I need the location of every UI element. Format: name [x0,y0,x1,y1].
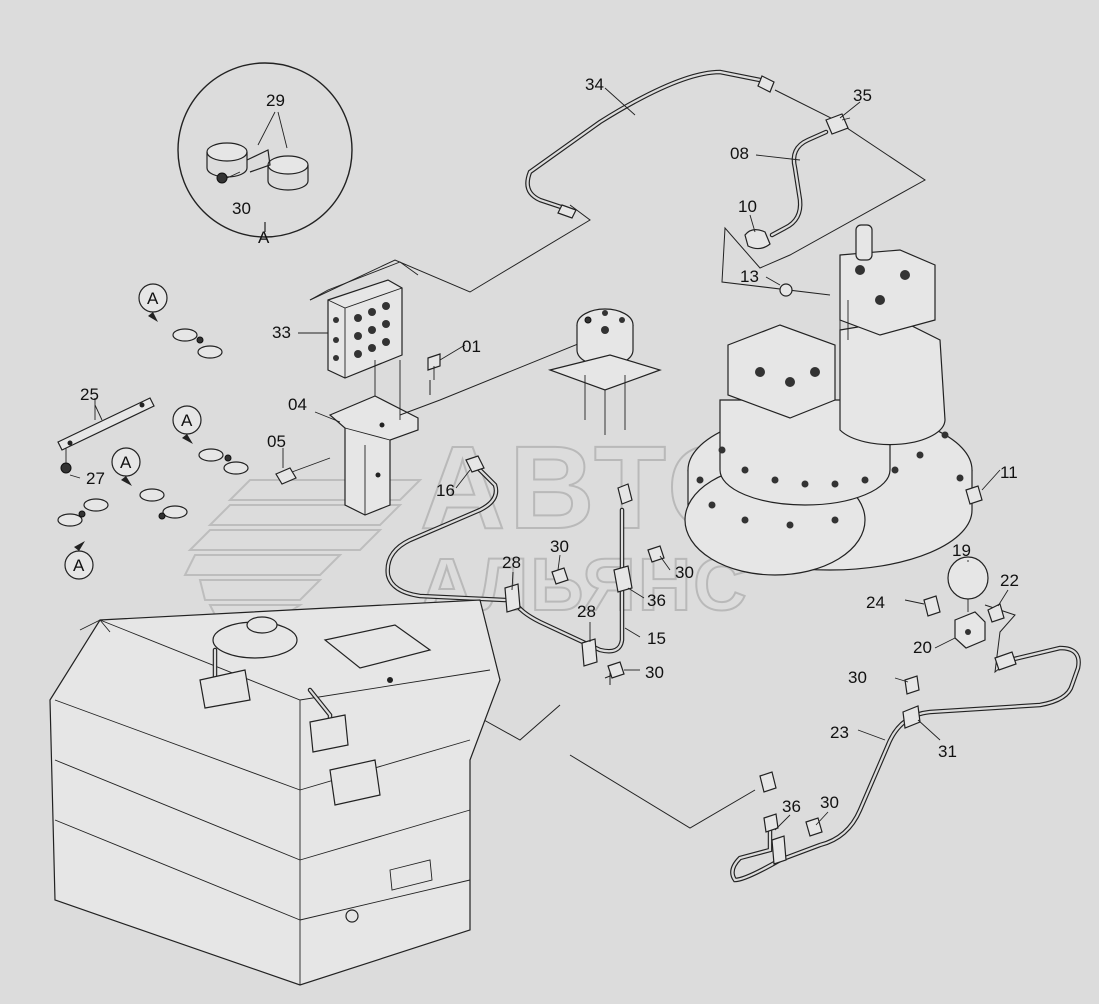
detail-circle [177,62,353,238]
label-34: 34 [585,75,604,94]
plug-13 [779,283,793,297]
swing-motor-assembly [684,224,973,576]
bolt-01 [427,353,441,380]
accumulator-19 [947,556,989,612]
bolts-30-pipes [551,545,665,679]
hydraulic-tank [49,599,501,986]
label-01: 01 [462,337,481,356]
label-04: 04 [288,395,307,414]
label-33: 33 [272,323,291,342]
label-30c: 30 [645,663,664,682]
bolt-11 [965,485,983,505]
band-clamp-right [267,155,309,175]
band-clamp-left [206,142,248,162]
label-29: 29 [266,91,285,110]
svg-text:A: A [73,556,85,575]
clamps-small [57,328,249,527]
fitting-22 [987,603,1005,623]
band-clamp-right-body [267,165,309,191]
svg-text:A: A [181,411,193,430]
part-labels: 34 35 08 10 13 33 01 25 04 05 27 16 11 2… [80,75,1019,816]
hose-23 [730,645,1081,883]
label-08: 08 [730,144,749,163]
label-31: 31 [938,742,957,761]
label-30a: 30 [550,537,569,556]
label-30b: 30 [675,563,694,582]
valve-block-33 [309,261,419,379]
clamps-28 [504,583,598,667]
label-05: 05 [267,432,286,451]
leader-lines [69,87,1009,831]
label-35: 35 [853,86,872,105]
label-30-detail: 30 [232,199,251,218]
svg-text:A: A [120,453,132,472]
watermark: АВТО АЛЬЯНС [183,421,760,627]
callout-a-1: A [138,283,168,322]
hose-08 [769,129,829,238]
elbow-10 [744,229,771,250]
callout-a-4: A [64,541,94,580]
label-28b: 28 [577,602,596,621]
plate-25 [57,397,155,474]
label-36b: 36 [782,797,801,816]
detail-view-a: 29 30 A [177,62,353,247]
label-15: 15 [647,629,666,648]
svg-text:A: A [147,289,159,308]
label-30d: 30 [848,668,867,687]
label-27: 27 [86,469,105,488]
label-28a: 28 [502,553,521,572]
block-20 [954,611,986,649]
label-24: 24 [866,593,885,612]
bolt-05 [275,457,331,485]
label-23: 23 [830,723,849,742]
fitting-24 [923,595,941,617]
fitting-35 [825,113,851,135]
label-19: 19 [952,541,971,560]
callout-a-3: A [111,447,141,486]
leader-29 [257,111,288,149]
label-13: 13 [740,267,759,286]
label-20: 20 [913,638,932,657]
label-10: 10 [738,197,757,216]
label-30e: 30 [820,793,839,812]
hose-34 [525,69,775,219]
bolt-30-detail [216,172,228,184]
label-25: 25 [80,385,99,404]
label-36a: 36 [647,591,666,610]
pipe-15 [512,483,633,654]
pipe-16 [385,455,508,603]
clamp-bracket [246,149,271,173]
detail-label-a: A [258,228,270,247]
leader-30-detail [226,171,241,179]
bracket-04 [328,360,419,516]
callout-a-2: A [172,405,202,444]
swivel-joint [547,308,662,435]
label-11: 11 [1000,463,1018,482]
label-22: 22 [1000,571,1019,590]
label-16: 16 [436,481,455,500]
